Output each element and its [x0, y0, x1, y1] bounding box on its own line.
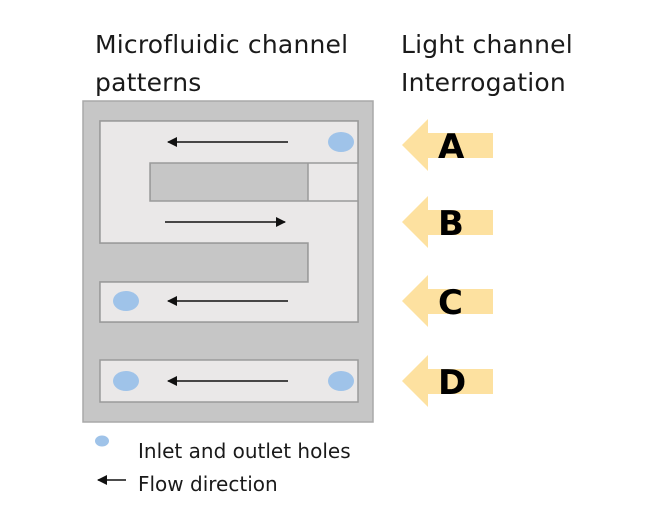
legend-holes-label: Inlet and outlet holes: [138, 439, 351, 463]
light-title: Light channel Interrogation: [401, 26, 573, 102]
light-title-line2: Interrogation: [401, 68, 566, 97]
microfluidic-title-line1: Microfluidic channel: [95, 30, 349, 59]
light-arrow-c: C: [402, 275, 493, 327]
hole-d-left: [113, 371, 139, 391]
light-arrow-b: B: [402, 196, 493, 248]
channel-label-d: D: [438, 363, 466, 403]
channel-label-b: B: [438, 204, 464, 244]
hole-d-right: [328, 371, 354, 391]
light-title-line1: Light channel: [401, 30, 573, 59]
legend-hole-icon: [95, 435, 109, 447]
legend-flow-label: Flow direction: [138, 472, 278, 496]
microfluidic-title: Microfluidic channel patterns: [95, 26, 348, 102]
channel-label-c: C: [438, 283, 463, 323]
hole-a-right: [328, 132, 354, 152]
channel-label-a: A: [438, 127, 465, 167]
light-arrow-a: A: [402, 119, 493, 171]
light-arrow-d: D: [402, 355, 493, 407]
hole-c-left: [113, 291, 139, 311]
microfluidic-title-line2: patterns: [95, 68, 202, 97]
